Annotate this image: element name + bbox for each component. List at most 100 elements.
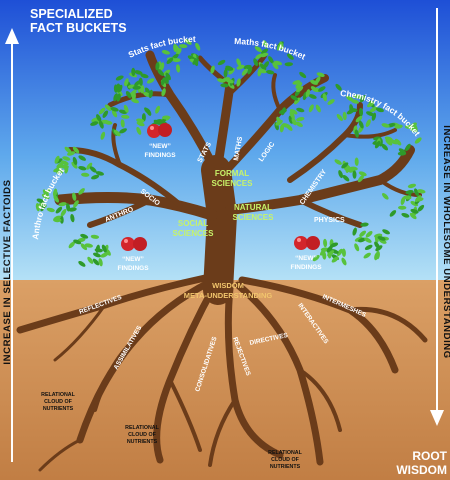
leaf: [336, 114, 343, 121]
leaf: [80, 233, 89, 239]
title-line2: FACT BUCKETS: [30, 21, 127, 35]
leaf: [296, 117, 305, 122]
leaf: [161, 50, 170, 55]
leaf: [273, 60, 283, 66]
leaf: [46, 207, 55, 213]
leaf: [405, 143, 411, 152]
nutrient-cloud-1-line1: RELATIONAL: [41, 392, 76, 398]
leaf: [299, 71, 307, 79]
leaf: [322, 93, 327, 102]
leaf: [359, 95, 366, 103]
leaf: [289, 109, 298, 115]
leaf: [84, 243, 93, 248]
leaf: [398, 205, 407, 210]
leaf: [99, 120, 104, 129]
leaf: [120, 119, 125, 128]
leaf: [375, 107, 384, 113]
leaf: [64, 146, 72, 154]
leaf: [417, 204, 425, 212]
leaf: [327, 99, 335, 105]
branch-maths: MATHS: [233, 136, 244, 162]
leaf: [365, 231, 373, 238]
leaf: [323, 238, 328, 248]
leaf: [98, 107, 106, 115]
leaf: [115, 75, 124, 81]
leaf: [326, 245, 333, 253]
leaf: [157, 69, 165, 76]
apple-cluster-left: [121, 237, 147, 251]
leaf: [62, 156, 71, 161]
leaf: [146, 78, 155, 84]
leaf: [360, 222, 369, 227]
nutrient-cloud-2: RELATIONAL CLOUD OF NUTRIENTS: [125, 425, 160, 445]
leaf: [36, 198, 45, 204]
leaf: [394, 124, 403, 129]
leaf: [87, 256, 94, 264]
leaf: [175, 47, 182, 56]
leaf: [41, 193, 50, 200]
leaf: [260, 52, 269, 58]
leaf: [282, 123, 291, 128]
nutrient-cloud-3-line2: CLOUD OF: [271, 457, 299, 463]
leaf: [136, 121, 145, 127]
leaf: [354, 243, 360, 252]
meta-understanding-label: META-UNDERSTANDING: [184, 291, 273, 300]
leaf: [266, 70, 275, 75]
leaf: [381, 123, 390, 128]
leaf: [315, 104, 321, 113]
formal-sciences-line2: SCIENCES: [212, 179, 254, 188]
leaf: [90, 121, 99, 126]
leaf: [358, 171, 367, 177]
leaf: [192, 58, 200, 65]
leaf: [56, 162, 64, 169]
leaf: [73, 200, 79, 208]
leaf: [176, 64, 181, 73]
leaf: [78, 260, 86, 267]
leaf: [160, 77, 166, 86]
leaf: [409, 122, 417, 129]
nutrient-cloud-1-line3: NUTRIENTS: [43, 406, 74, 412]
leaf: [110, 107, 119, 112]
leaf: [382, 193, 389, 200]
leaf: [381, 143, 388, 151]
leaf: [318, 86, 326, 92]
leaf: [353, 94, 362, 99]
leaf: [295, 82, 303, 89]
leaf: [364, 244, 373, 251]
leaf: [305, 89, 311, 98]
leaf: [35, 202, 40, 212]
leaf: [394, 138, 402, 146]
leaf: [81, 172, 90, 177]
leaf: [121, 114, 130, 119]
leaf: [68, 241, 76, 249]
leaf: [414, 137, 422, 144]
leaf: [335, 83, 342, 91]
leaf: [154, 119, 163, 124]
leaf: [90, 234, 100, 239]
leaf: [148, 89, 153, 99]
leaf: [415, 197, 424, 202]
natural-sciences-line1: NATURAL: [234, 203, 272, 212]
leaf: [113, 93, 118, 102]
leaf: [357, 175, 364, 183]
leaf: [341, 248, 346, 257]
leaf: [369, 106, 378, 113]
right-axis-arrow: [430, 8, 444, 426]
leaf: [403, 195, 412, 200]
leaf: [43, 188, 51, 196]
leaf: [364, 237, 372, 243]
findings-left-line2: FINDINGS: [117, 265, 149, 272]
leaf: [374, 241, 380, 249]
leaf: [131, 67, 136, 77]
leaf: [365, 119, 371, 127]
leaf: [331, 256, 339, 263]
leaf: [58, 202, 67, 207]
leaf: [104, 104, 112, 111]
leaf: [131, 98, 139, 104]
nutrient-cloud-2-line1: RELATIONAL: [125, 425, 160, 431]
leaf: [223, 69, 228, 78]
leaf: [241, 68, 248, 76]
leaf: [342, 175, 350, 182]
leaf: [80, 243, 88, 251]
